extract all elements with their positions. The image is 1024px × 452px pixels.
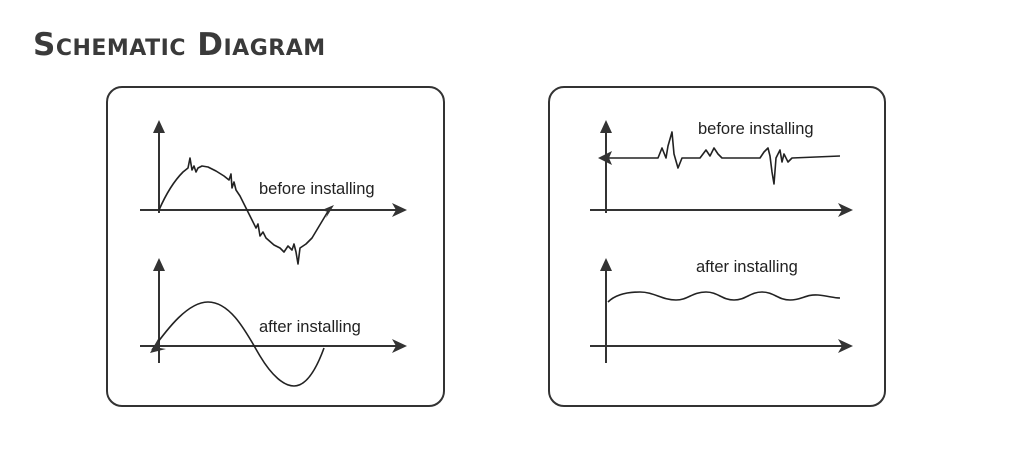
clean-sine-start-arrow [150,339,166,353]
bottom-y-axis-arrow [600,258,612,271]
page-title: Schematic Diagram [33,27,326,63]
top-plot-label: before installing [259,180,375,198]
waveform-panel-ac: before installing after installing [106,86,445,407]
bottom-y-axis-arrow [153,258,165,271]
bottom-x-axis-arrow [838,339,853,353]
waveform-panel-dc: before installing after installing [548,86,886,407]
top-x-axis-arrow [838,203,853,217]
bottom-plot-label: after installing [696,258,798,276]
top-y-axis-arrow [153,120,165,133]
noisy-sine-end-arrow [322,205,334,218]
top-plot-axes [590,120,853,217]
noisy-dc-start-arrow [598,151,612,165]
bottom-plot-axes [140,258,407,363]
noisy-dc-line [608,131,841,185]
top-plot-axes [140,120,407,217]
bottom-plot-label: after installing [259,318,361,336]
noisy-sine-wave [158,157,331,265]
rippled-dc-line [607,291,841,303]
waveform-diagram-ac: before installing after installing [140,120,407,387]
top-x-axis-arrow [392,203,407,217]
waveform-diagram-dc: before installing after installing [590,120,853,363]
bottom-plot-axes [590,258,853,363]
top-plot-label: before installing [698,120,814,138]
top-y-axis-arrow [600,120,612,133]
clean-sine-wave [151,301,325,387]
bottom-x-axis-arrow [392,339,407,353]
